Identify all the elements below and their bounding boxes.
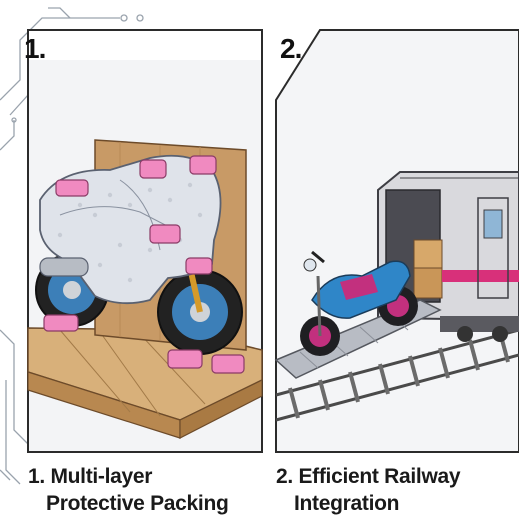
caption-step-2-line1: 2. Efficient Railway <box>276 465 461 488</box>
step-number-1: 1. <box>24 33 46 64</box>
caption-step-2: 2. Efficient Railway Integration <box>276 463 516 517</box>
caption-step-2-line2: Integration <box>294 492 400 515</box>
caption-step-1-line1: 1. Multi-layer <box>28 465 153 488</box>
motorcycle-illustration <box>27 139 263 439</box>
caption-step-1-line2: Protective Packing <box>46 492 229 515</box>
train-illustration <box>274 171 519 422</box>
step-number-2: 2. <box>280 33 302 64</box>
caption-step-1: 1. Multi-layer Protective Packing <box>28 463 268 517</box>
